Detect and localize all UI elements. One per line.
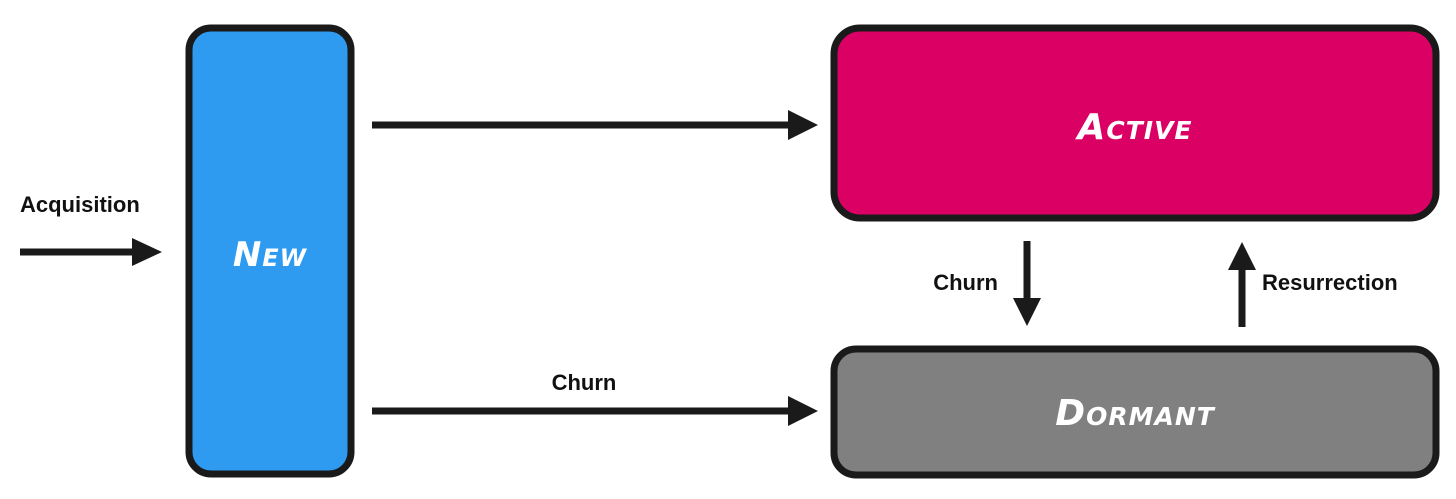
edge-acquisition: Acquisition <box>20 192 162 266</box>
edge-active-to-dormant-label: Churn <box>933 270 998 295</box>
edge-dormant-to-active: Resurrection <box>1228 242 1398 327</box>
node-new: New <box>185 24 355 478</box>
edge-active-to-dormant: Churn <box>933 241 1041 326</box>
node-dormant: Dormant <box>830 345 1440 479</box>
edge-new-to-dormant: Churn <box>372 370 818 426</box>
node-active: Active <box>830 24 1440 222</box>
node-new-label: New <box>233 235 308 275</box>
node-active-label: Active <box>1075 107 1193 148</box>
node-active-box <box>830 24 1440 222</box>
edge-new-to-active-arrowhead <box>788 110 818 140</box>
edge-new-to-dormant-label: Churn <box>552 370 617 395</box>
edge-active-to-dormant-arrowhead <box>1013 298 1041 326</box>
edge-dormant-to-active-label: Resurrection <box>1262 270 1398 295</box>
edge-dormant-to-active-arrowhead <box>1228 242 1256 270</box>
edge-acquisition-label: Acquisition <box>20 192 140 217</box>
node-dormant-box <box>830 345 1440 479</box>
edge-new-to-dormant-arrowhead <box>788 396 818 426</box>
edge-new-to-active <box>372 110 818 140</box>
node-new-box <box>185 24 355 478</box>
edge-acquisition-arrowhead <box>132 238 162 266</box>
node-dormant-label: Dormant <box>1055 393 1216 434</box>
